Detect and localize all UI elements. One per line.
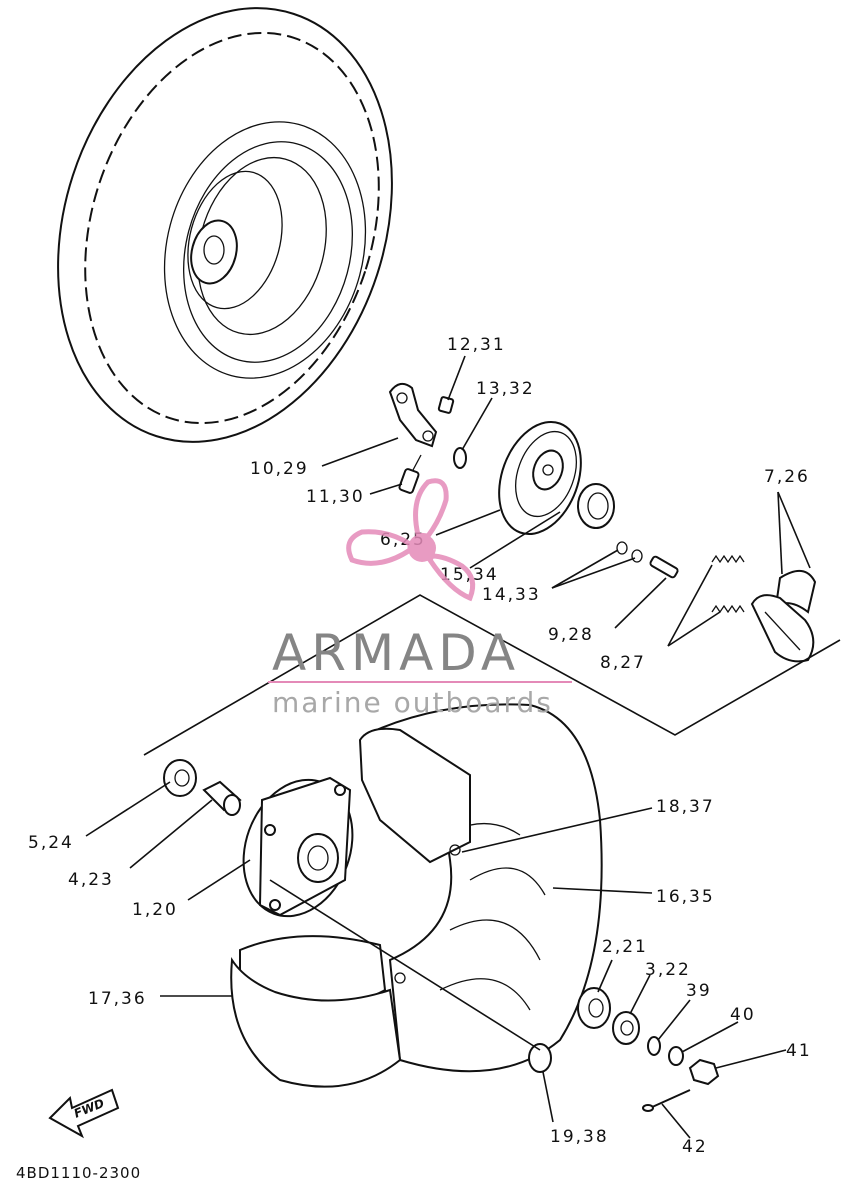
assembly-line-upper: [143, 594, 841, 756]
assembly-line-lower: [269, 879, 541, 1051]
springs: [711, 554, 745, 614]
castle-nut: [688, 1058, 720, 1086]
part-label: 5,24: [28, 833, 74, 853]
brake-arm: [388, 382, 438, 448]
part-label: 41: [786, 1041, 812, 1061]
plain-washer: [668, 1046, 684, 1066]
wheel-hub: [242, 776, 354, 918]
upper-tire-assembly: [57, 7, 393, 443]
part-label: 39: [686, 981, 712, 1001]
nut: [437, 396, 455, 414]
cotter-pin: [642, 1089, 691, 1112]
leader-lines: [85, 355, 811, 1139]
part-label: 16,35: [656, 887, 715, 907]
brake-shoes: [750, 570, 817, 663]
adjuster: [649, 555, 679, 579]
armada-logo-icon: [346, 478, 476, 602]
brake-drum-plate: [498, 420, 582, 536]
bearing-lower-a: [577, 987, 611, 1029]
part-label: 7,26: [764, 467, 810, 487]
bolt: [398, 454, 422, 494]
part-label: 13,32: [476, 379, 535, 399]
forward-direction-arrow: FWD: [48, 1088, 120, 1139]
watermark-tagline: marine outboards: [272, 686, 553, 719]
wheel-nut: [528, 1043, 552, 1073]
part-label: 14,33: [482, 585, 541, 605]
lower-wheel: [230, 703, 603, 1088]
part-label: 42: [682, 1137, 708, 1157]
watermark-brand: ARMADA: [272, 624, 520, 682]
part-label: 40: [730, 1005, 756, 1025]
part-label: 8,27: [600, 653, 646, 673]
oil-seal: [577, 483, 615, 529]
part-label: 11,30: [306, 487, 365, 507]
o-rings: [616, 541, 643, 563]
collar: [202, 780, 242, 816]
part-label: 1,20: [132, 900, 178, 920]
bearing: [163, 759, 197, 797]
part-label: 17,36: [88, 989, 147, 1009]
drawing-code: 4BD1110-2300: [16, 1164, 141, 1182]
part-label: 10,29: [250, 459, 309, 479]
part-label: 9,28: [548, 625, 594, 645]
part-label: 2,21: [602, 937, 648, 957]
part-label: 12,31: [447, 335, 506, 355]
lock-washer: [647, 1036, 661, 1056]
part-label: 19,38: [550, 1127, 609, 1147]
part-label: 3,22: [645, 960, 691, 980]
washer: [453, 447, 467, 469]
bearing-lower-b: [612, 1011, 640, 1045]
part-label: 18,37: [656, 797, 715, 817]
part-label: 4,23: [68, 870, 114, 890]
